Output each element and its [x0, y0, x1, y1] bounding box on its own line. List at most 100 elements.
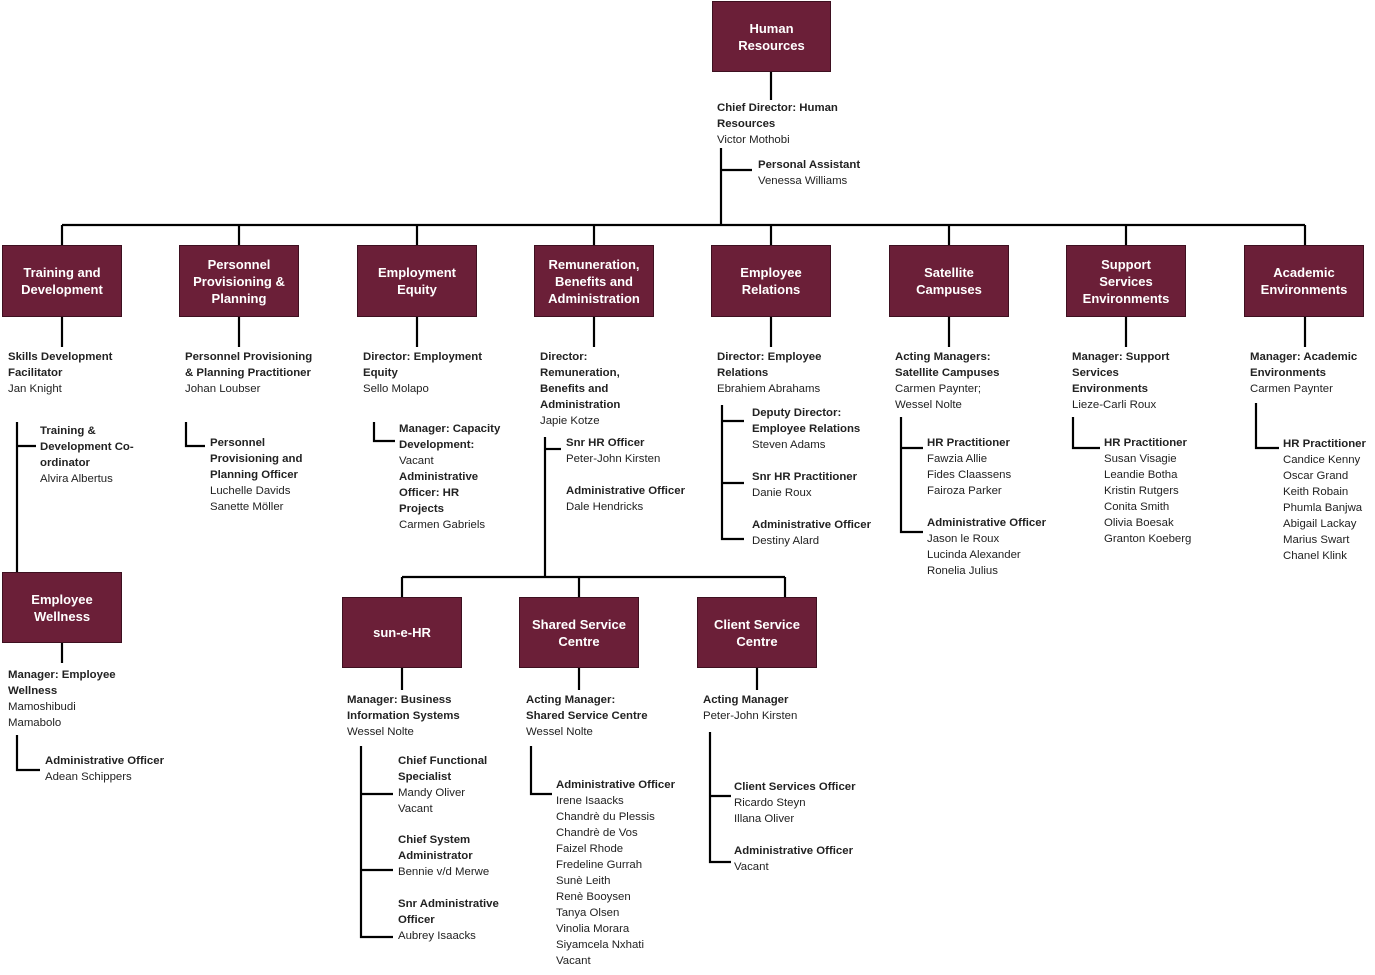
group-personnel-officer: Personnel Provisioning and Planning Offi…	[210, 435, 320, 515]
dept-box-client-service-centre: Client Service Centre	[697, 597, 817, 668]
role: Manager: Business Information Systems	[347, 694, 460, 722]
personal-assistant-block: Personal Assistant Venessa Williams	[758, 157, 860, 189]
name: Sanette Möller	[210, 501, 284, 513]
name: Bennie v/d Merwe	[398, 866, 490, 878]
human-resources-box: Human Resources	[712, 1, 831, 72]
head-satellite-campuses: Acting Managers: Satellite Campuses Carm…	[895, 349, 1025, 413]
head-employee-wellness: Manager: Employee Wellness Mamoshibudi M…	[8, 667, 128, 731]
head-training-development: Skills Development Facilitator Jan Knigh…	[8, 349, 130, 397]
role: Snr HR Officer	[566, 437, 645, 449]
box-title: Training and Development	[21, 265, 103, 297]
name: Ricardo Steyn	[734, 797, 806, 809]
role: Chief Director: Human Resources	[717, 102, 838, 130]
group-remuneration-admin: Administrative Officer Dale Hendricks	[566, 483, 685, 515]
group-capacity-development: Manager: Capacity Development: Vacant Ad…	[399, 421, 511, 533]
head-employee-relations: Director: Employee Relations Ebrahiem Ab…	[717, 349, 832, 397]
name: Abigail Lackay	[1283, 518, 1357, 530]
name: Ebrahiem Abrahams	[717, 383, 821, 395]
name: Alvira Albertus	[40, 473, 113, 485]
name: Illana Oliver	[734, 813, 795, 825]
name: Conita Smith	[1104, 501, 1170, 513]
name: Peter-John Kirsten	[566, 453, 661, 465]
role: Manager: Employee Wellness	[8, 669, 116, 697]
name: Leandie Botha	[1104, 469, 1178, 481]
group-relations-admin: Administrative Officer Destiny Alard	[752, 517, 871, 549]
head-academic-environments: Manager: Academic Environments Carmen Pa…	[1250, 349, 1370, 397]
role: Director: Employee Relations	[717, 351, 822, 379]
name: Victor Mothobi	[717, 134, 790, 146]
name: Destiny Alard	[752, 535, 820, 547]
box-title: Employment Equity	[377, 265, 456, 297]
group-chief-system-admin: Chief System Administrator Bennie v/d Me…	[398, 832, 498, 880]
name: Lieze-Carli Roux	[1072, 399, 1157, 411]
name: Olivia Boesak	[1104, 517, 1174, 529]
name: Wessel Nolte	[895, 399, 962, 411]
role: Client Services Officer	[734, 781, 856, 793]
name: Ronelia Julius	[927, 565, 998, 577]
name: Japie Kotze	[540, 415, 600, 427]
name: Phumla Banjwa	[1283, 502, 1363, 514]
group-satellite-hr-practitioner: HR Practitioner Fawzia Allie Fides Claas…	[927, 435, 1011, 499]
chief-director-block: Chief Director: Human Resources Victor M…	[717, 100, 857, 148]
name: Vacant	[398, 803, 433, 815]
role: Administrative Officer	[566, 485, 686, 497]
name: Sunè Leith	[556, 875, 611, 887]
head-personnel-provisioning: Personnel Provisioning & Planning Practi…	[185, 349, 315, 397]
name: Vacant	[556, 955, 591, 967]
name: Granton Koeberg	[1104, 533, 1192, 545]
box-title: Human Resources	[738, 20, 805, 53]
name: Wessel Nolte	[526, 726, 593, 738]
box-title: Employee Wellness	[31, 591, 93, 624]
group-academic-hr-practitioner: HR Practitioner Candice Kenny Oscar Gran…	[1283, 436, 1366, 564]
head-support-services: Manager: Support Services Environments L…	[1072, 349, 1182, 413]
group-chief-functional-specialist: Chief Functional Specialist Mandy Oliver…	[398, 753, 498, 817]
dept-box-remuneration: Remuneration, Benefits and Administratio…	[534, 245, 654, 317]
head-remuneration: Director: Remuneration, Benefits and Adm…	[540, 349, 632, 429]
name: Peter-John Kirsten	[703, 710, 798, 722]
name: Susan Visagie	[1104, 453, 1177, 465]
name: Dale Hendricks	[566, 501, 644, 513]
group-deputy-director: Deputy Director: Employee Relations Stev…	[752, 405, 870, 453]
role: Training & Development Co-ordinator	[40, 425, 134, 469]
name: Marius Swart	[1283, 534, 1350, 546]
box-title: Employee Relations	[740, 265, 802, 297]
dept-box-academic-environments: Academic Environments	[1244, 245, 1364, 317]
group-snr-admin-officer: Snr Administrative Officer Aubrey Isaack…	[398, 896, 518, 944]
role: Personnel Provisioning & Planning Practi…	[185, 351, 313, 379]
role: Snr Administrative Officer	[398, 898, 499, 926]
name: Steven Adams	[752, 439, 826, 451]
group-snr-hr-officer: Snr HR Officer Peter-John Kirsten	[566, 435, 660, 467]
box-title: Remuneration, Benefits and Administratio…	[548, 256, 640, 306]
dept-box-satellite-campuses: Satellite Campuses	[889, 245, 1009, 317]
role: HR Practitioner	[1104, 437, 1187, 449]
role: Chief Functional Specialist	[398, 755, 488, 783]
name: Fawzia Allie	[927, 453, 988, 465]
box-title: Satellite Campuses	[916, 265, 982, 297]
name: Luchelle Davids	[210, 485, 291, 497]
name: Keith Robain	[1283, 486, 1349, 498]
name: Wessel Nolte	[347, 726, 414, 738]
group-support-hr-practitioner: HR Practitioner Susan Visagie Leandie Bo…	[1104, 435, 1191, 547]
name: Adean Schippers	[45, 771, 132, 783]
dept-box-training-development: Training and Development	[2, 245, 122, 317]
role: Skills Development Facilitator	[8, 351, 113, 379]
name: Vinolia Morara	[556, 923, 630, 935]
group-snr-hr-practitioner: Snr HR Practitioner Danie Roux	[752, 469, 857, 501]
name: Danie Roux	[752, 487, 812, 499]
dept-box-sun-e-hr: sun-e-HR	[342, 597, 462, 668]
role: Personal Assistant	[758, 159, 861, 171]
box-title: Academic Environments	[1260, 265, 1348, 297]
role: Director: Employment Equity	[363, 351, 482, 379]
name: Vacant	[399, 455, 434, 467]
name: Tanya Olsen	[556, 907, 620, 919]
name: Sello Molapo	[363, 383, 429, 395]
name: Fairoza Parker	[927, 485, 1002, 497]
role: Acting Manager: Shared Service Centre	[526, 694, 648, 722]
box-title: Support Services Environments	[1082, 256, 1170, 306]
role: Personnel Provisioning and Planning Offi…	[210, 437, 303, 481]
name: Siyamcela Nxhati	[556, 939, 644, 951]
name: Mamabolo	[8, 717, 62, 729]
name: Oscar Grand	[1283, 470, 1349, 482]
name: Carmen Gabriels	[399, 519, 486, 531]
